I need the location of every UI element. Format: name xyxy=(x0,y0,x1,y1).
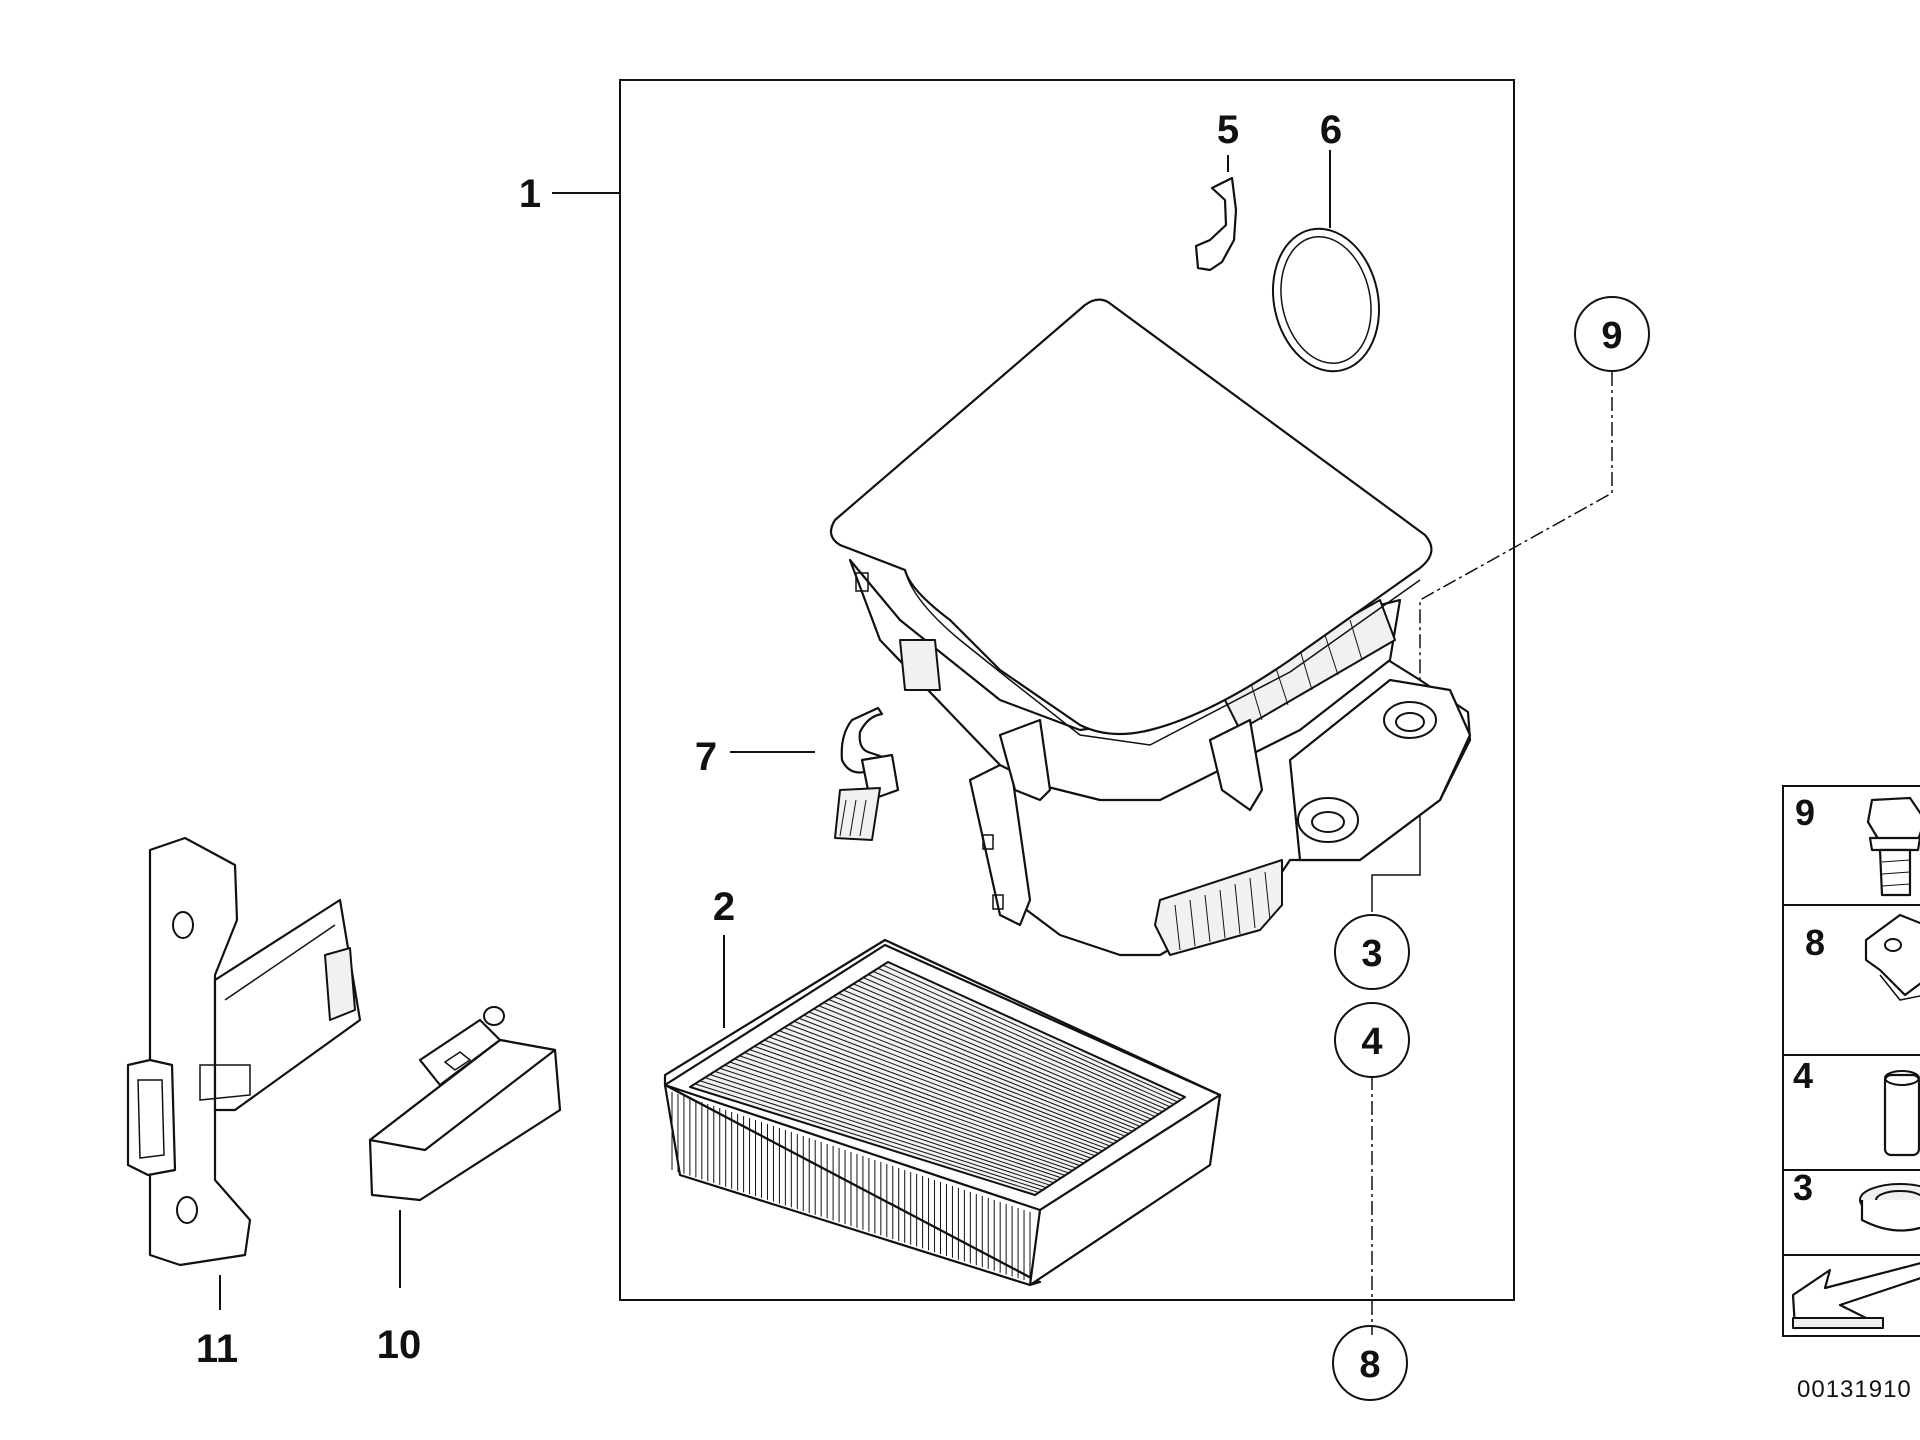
callout-label-11: 11 xyxy=(196,1327,238,1371)
callout-label-7: 7 xyxy=(695,735,717,779)
legend-label-4: 4 xyxy=(1793,1055,1813,1096)
leader-3 xyxy=(1371,800,1421,912)
callout-label-6: 6 xyxy=(1320,108,1342,152)
part-2-air-filter xyxy=(663,938,1222,1287)
part-10-bracket xyxy=(368,1006,562,1202)
filter-front-pleats xyxy=(671,1092,1031,1282)
part-airbox-housing xyxy=(829,298,1472,957)
leader-9 xyxy=(1419,372,1613,720)
callout-label-3: 3 xyxy=(1361,933,1382,975)
callout-label-8: 8 xyxy=(1359,1344,1380,1386)
legend-panel xyxy=(1782,785,1920,1337)
callout-circle-8 xyxy=(1332,1325,1408,1401)
legend-label-3: 3 xyxy=(1793,1167,1813,1208)
callout-label-1: 1 xyxy=(519,172,541,216)
filter-pleats xyxy=(689,961,1186,1196)
legend-label-8: 8 xyxy=(1805,922,1825,963)
legend-clip-nut-icon xyxy=(1864,913,1920,997)
callout-circle-9 xyxy=(1574,296,1650,372)
assembly-frame xyxy=(619,79,1515,1301)
callout-circle-4 xyxy=(1334,1002,1410,1078)
callout-label-10: 10 xyxy=(377,1323,422,1367)
callout-label-9: 9 xyxy=(1601,315,1622,357)
part-5-clip xyxy=(1194,176,1238,272)
part-11-mounting-bracket xyxy=(126,836,362,1267)
legend-label-9: 9 xyxy=(1795,792,1815,833)
part-6-seal-ring xyxy=(1271,227,1381,373)
callout-label-4: 4 xyxy=(1361,1021,1382,1063)
part-7-sensor xyxy=(834,706,900,841)
diagram-id: 00131910 xyxy=(1797,1376,1912,1403)
legend-sleeve-icon xyxy=(1883,1073,1920,1157)
callout-circle-3 xyxy=(1334,914,1410,990)
legend-bolt-icon xyxy=(1866,796,1920,844)
callout-label-2: 2 xyxy=(713,885,735,929)
callout-label-5: 5 xyxy=(1217,108,1239,152)
